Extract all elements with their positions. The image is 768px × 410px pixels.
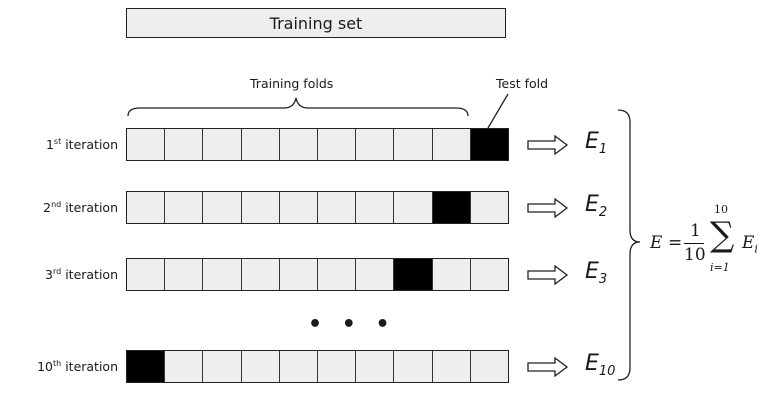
training-fold-cell xyxy=(394,192,433,223)
formula-sum-bottom: i=1 xyxy=(710,261,730,274)
formula-sum-top: 10 xyxy=(714,203,728,216)
training-fold-cell xyxy=(203,259,242,290)
training-folds-label: Training folds xyxy=(250,76,334,91)
fold-row xyxy=(126,128,509,161)
training-fold-cell xyxy=(318,192,357,223)
training-fold-cell xyxy=(279,192,319,223)
error-label: E2 xyxy=(585,192,608,220)
training-fold-cell xyxy=(127,129,166,160)
training-fold-cell xyxy=(127,259,166,290)
training-fold-cell xyxy=(356,129,395,160)
training-fold-cell xyxy=(279,351,319,382)
training-fold-cell xyxy=(470,351,509,382)
test-fold-cell xyxy=(432,192,471,223)
iteration-label: 2nd iteration xyxy=(43,200,118,215)
training-fold-cell xyxy=(318,129,357,160)
training-fold-cell xyxy=(432,259,471,290)
training-fold-cell xyxy=(356,192,395,223)
training-fold-cell xyxy=(279,259,319,290)
formula-frac-num: 1 xyxy=(690,221,701,241)
training-fold-cell xyxy=(165,192,204,223)
training-fold-cell xyxy=(432,351,471,382)
error-label: E10 xyxy=(585,351,616,379)
iteration-label: 10th iteration xyxy=(37,359,118,374)
training-fold-cell xyxy=(432,129,471,160)
training-fold-cell xyxy=(241,259,280,290)
training-fold-cell xyxy=(203,351,242,382)
iteration-label: 1st iteration xyxy=(45,137,118,152)
training-folds-brace xyxy=(127,97,469,117)
training-fold-cell xyxy=(318,259,357,290)
training-fold-cell xyxy=(279,129,319,160)
errors-brace xyxy=(617,109,641,381)
training-fold-cell xyxy=(203,129,242,160)
training-fold-cell xyxy=(241,192,280,223)
test-fold-pointer xyxy=(487,93,509,129)
training-fold-cell xyxy=(165,351,204,382)
iteration-label: 3rd iteration xyxy=(45,267,118,282)
test-fold-cell xyxy=(394,259,433,290)
arrow-icon xyxy=(527,265,569,285)
formula-lhs: E xyxy=(650,233,663,253)
training-fold-cell xyxy=(241,351,280,382)
training-fold-cell xyxy=(470,192,509,223)
training-set-label: Training set xyxy=(269,13,363,33)
fold-row xyxy=(126,258,509,291)
error-label: E3 xyxy=(585,259,608,287)
training-fold-cell xyxy=(356,259,395,290)
training-fold-cell xyxy=(318,351,357,382)
arrow-icon xyxy=(527,357,569,377)
test-fold-cell xyxy=(470,129,509,160)
training-fold-cell xyxy=(241,129,280,160)
training-fold-cell xyxy=(356,351,395,382)
sum-symbol: ∑ xyxy=(710,215,735,255)
ellipsis: • • • xyxy=(308,312,396,337)
error-label: E1 xyxy=(585,129,608,157)
test-fold-cell xyxy=(127,351,166,382)
arrow-icon xyxy=(527,198,569,218)
formula-frac-den: 10 xyxy=(684,245,706,265)
training-fold-cell xyxy=(394,351,433,382)
arrow-icon xyxy=(527,135,569,155)
training-fold-cell xyxy=(203,192,242,223)
training-fold-cell xyxy=(165,129,204,160)
training-set-box: Training set xyxy=(126,8,506,38)
fold-row xyxy=(126,350,509,383)
training-fold-cell xyxy=(394,129,433,160)
test-fold-label: Test fold xyxy=(496,76,549,91)
formula-equals: = xyxy=(668,233,683,253)
formula-term: Ei xyxy=(742,233,758,256)
training-fold-cell xyxy=(127,192,166,223)
training-fold-cell xyxy=(470,259,509,290)
training-fold-cell xyxy=(165,259,204,290)
fold-row xyxy=(126,191,509,224)
